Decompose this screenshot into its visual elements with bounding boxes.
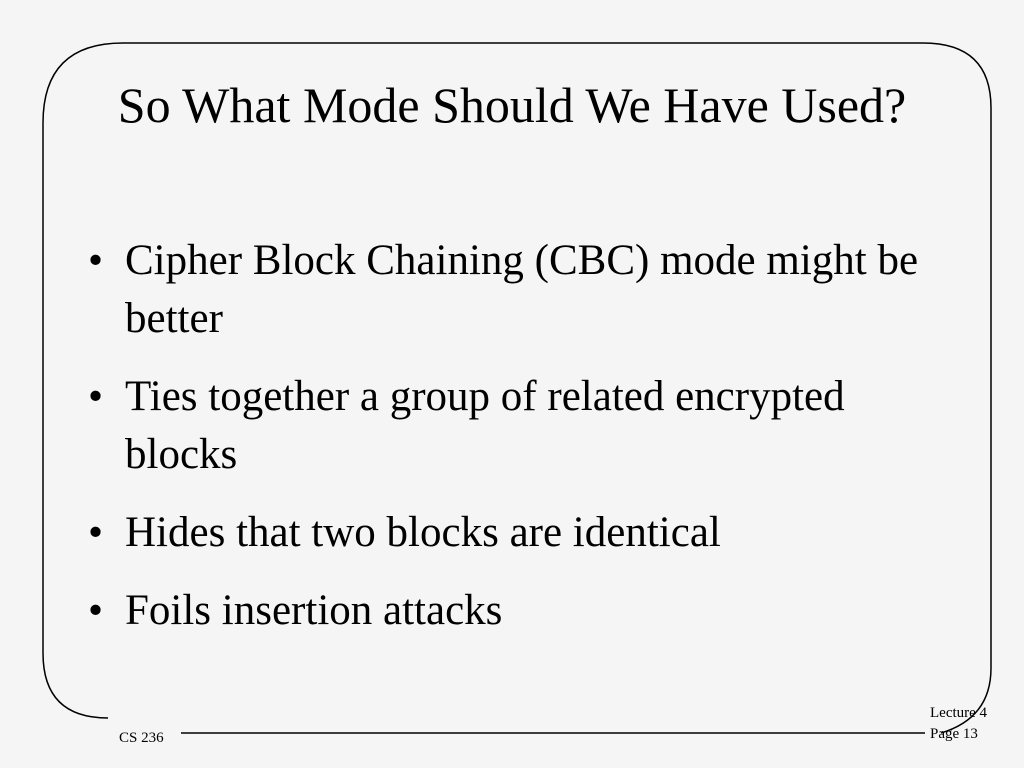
bullet-text: Hides that two blocks are identical: [125, 509, 721, 556]
slide-title: So What Mode Should We Have Used?: [117, 77, 907, 133]
footer-course: CS 236: [119, 730, 164, 746]
footer-lecture-page: Lecture 4 Page 13: [930, 703, 987, 745]
bullet-item: • Ties together a group of related encry…: [88, 368, 948, 484]
bullet-marker: •: [88, 373, 104, 420]
bullet-item: • Cipher Block Chaining (CBC) mode might…: [88, 232, 948, 348]
footer-lecture: Lecture 4: [930, 705, 988, 721]
bullet-marker: •: [88, 509, 104, 556]
bullet-marker: •: [88, 237, 104, 284]
bullet-item: • Foils insertion attacks: [88, 582, 948, 640]
bullet-text: Foils insertion attacks: [125, 587, 503, 634]
bullet-text: Ties together a group of related encrypt…: [125, 373, 845, 478]
bullet-list: • Cipher Block Chaining (CBC) mode might…: [88, 232, 948, 660]
footer-page: Page 13: [930, 726, 978, 742]
bullet-text: Cipher Block Chaining (CBC) mode might b…: [125, 237, 919, 342]
bullet-marker: •: [88, 587, 104, 634]
bullet-item: • Hides that two blocks are identical: [88, 504, 948, 562]
